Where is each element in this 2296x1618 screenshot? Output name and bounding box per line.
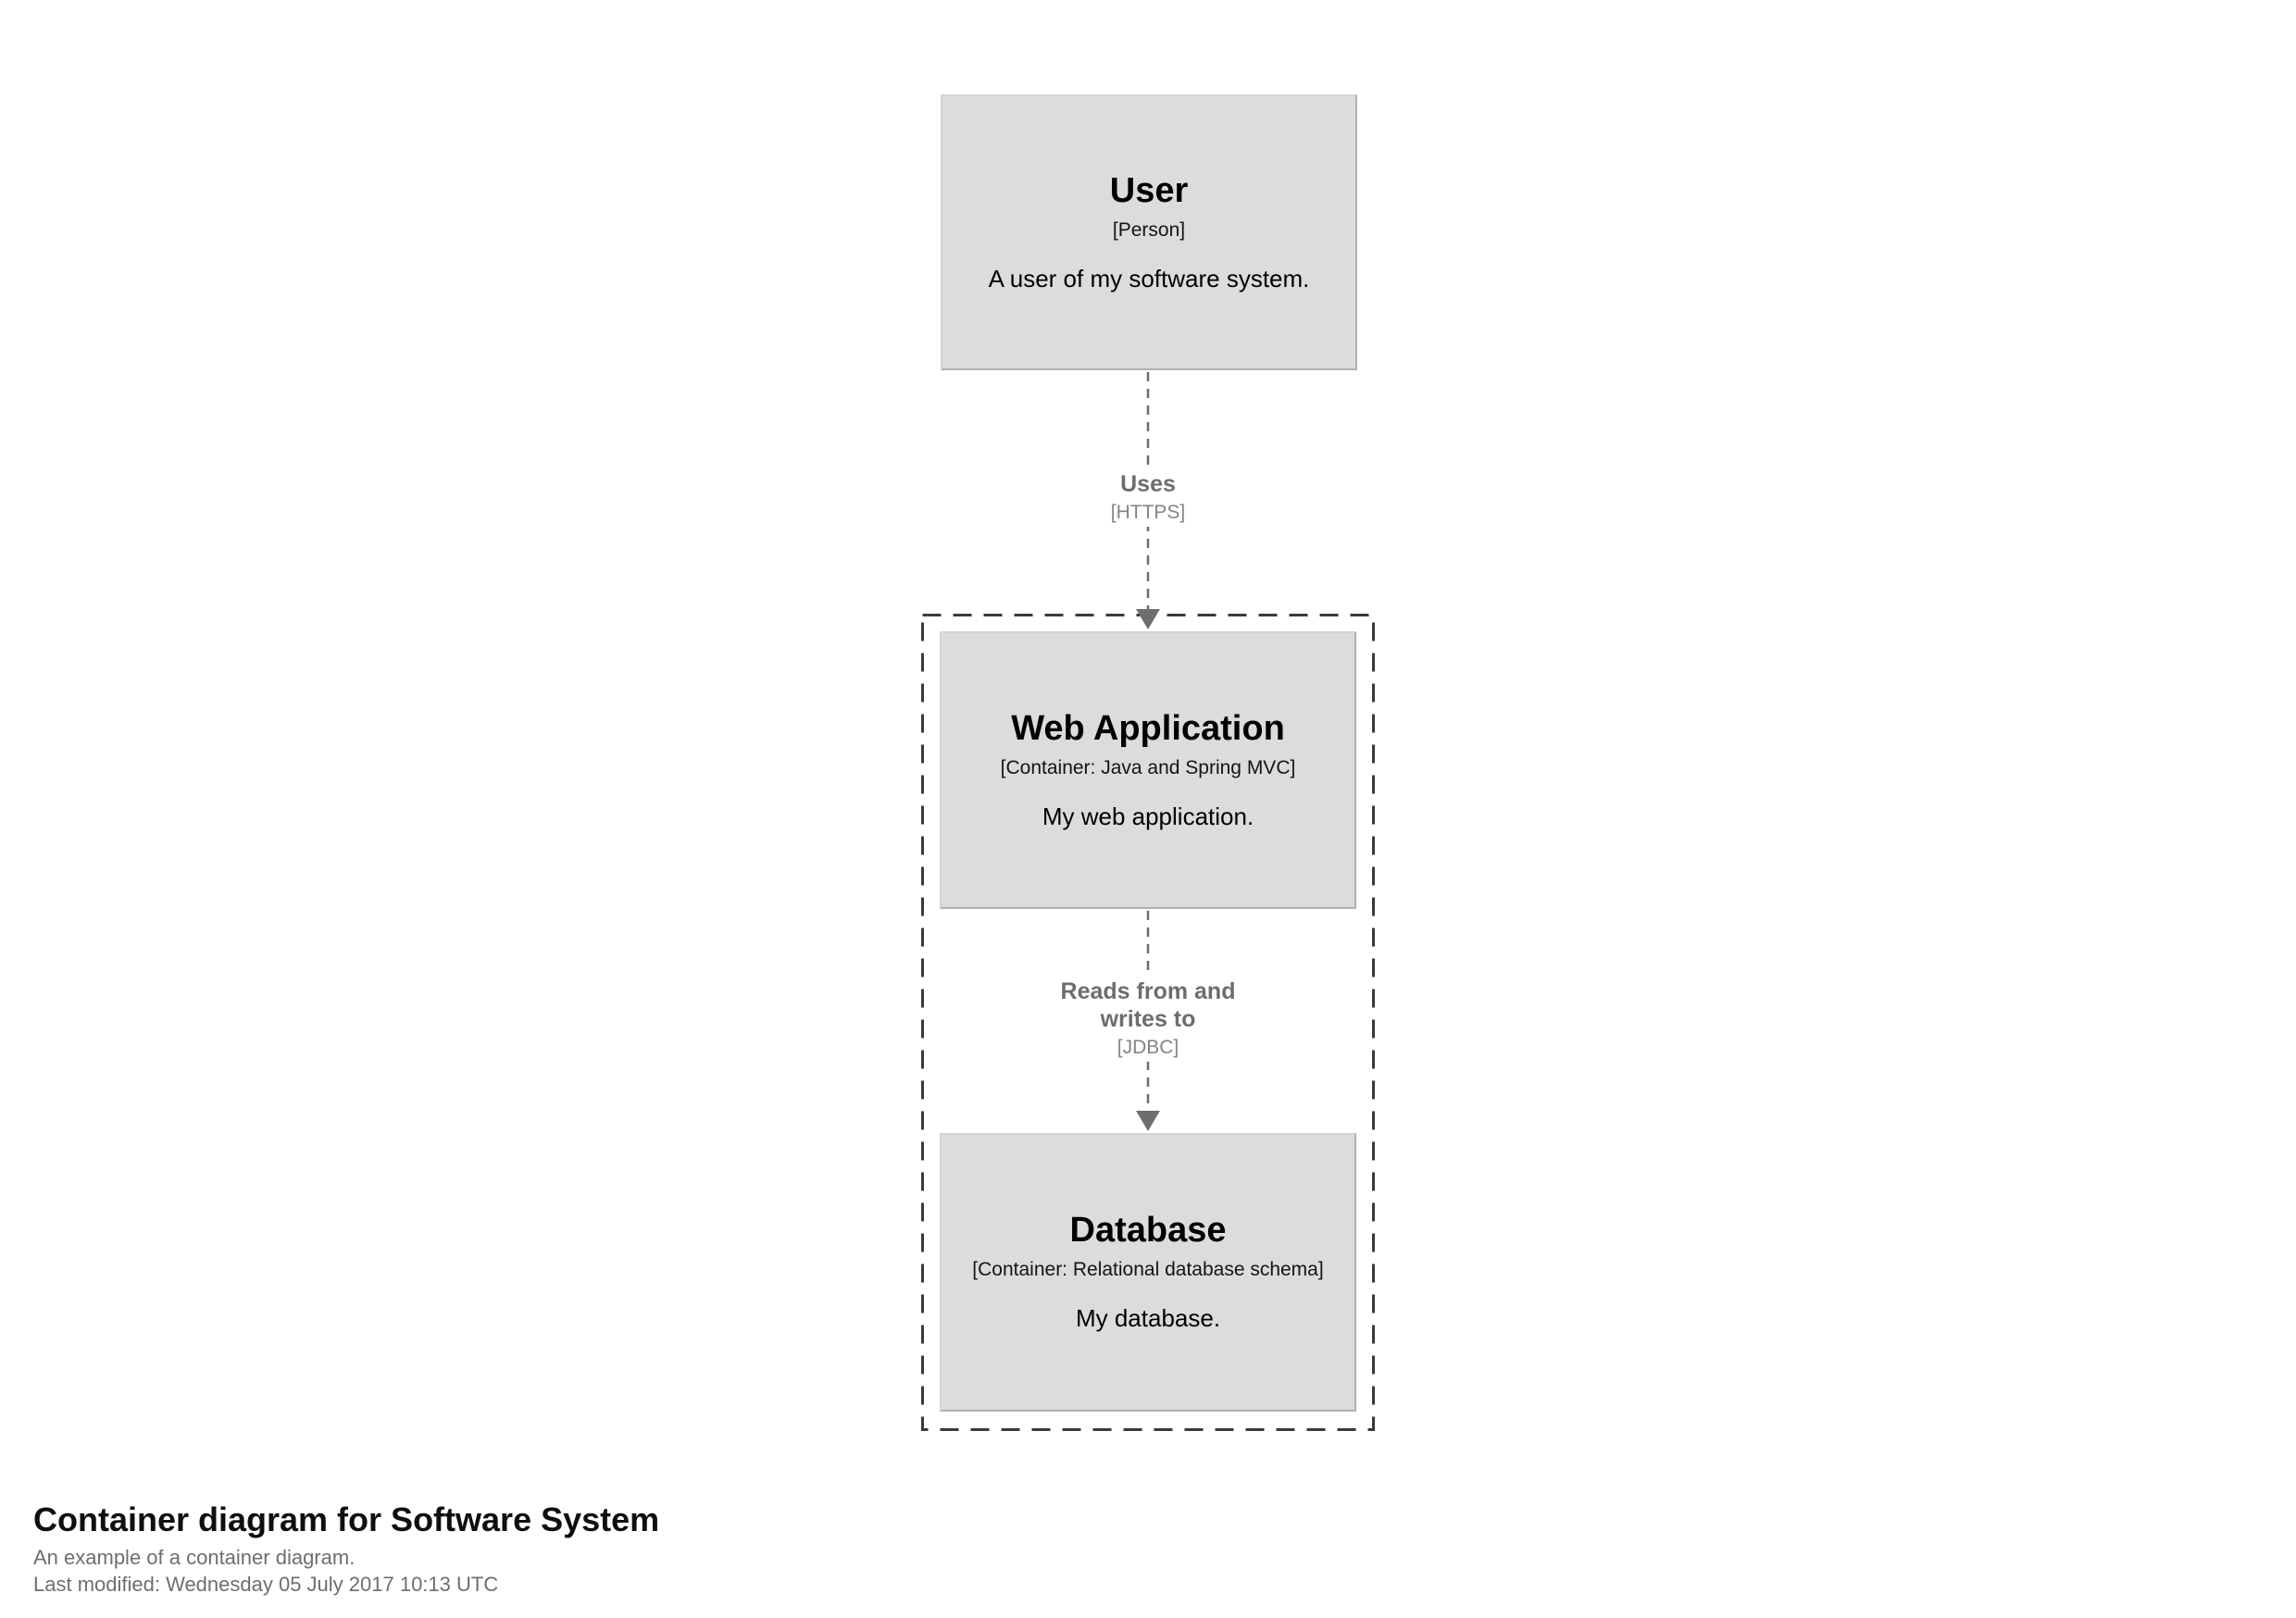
element-metadata: [Container: Java and Spring MVC] xyxy=(1000,756,1296,778)
diagram-description: An example of a container diagram. xyxy=(33,1546,356,1570)
element-description: My web application. xyxy=(1042,802,1254,830)
relationship-label-reads-writes: Reads from and writes to [JDBC] xyxy=(1039,976,1257,1063)
diagram-footer: Container diagram for Software System An… xyxy=(33,1500,659,1598)
element-description: A user of my software system. xyxy=(988,264,1310,292)
element-web-application: Web Application [Container: Java and Spr… xyxy=(940,631,1356,909)
relationship-name: Reads from and writes to xyxy=(1060,978,1236,1032)
element-user: User [Person] A user of my software syst… xyxy=(941,94,1357,370)
element-metadata: [Person] xyxy=(1112,218,1186,241)
arrow-down-icon xyxy=(1136,609,1160,629)
diagram-title: Container diagram for Software System xyxy=(33,1500,660,1538)
diagram-last-modified: Last modified: Wednesday 05 July 2017 10… xyxy=(33,1573,499,1597)
relationship-technology: [JDBC] xyxy=(1117,1037,1179,1058)
element-name: Database xyxy=(1069,1211,1227,1251)
relationship-label-uses: Uses [HTTPS] xyxy=(1101,468,1195,528)
element-description: My database. xyxy=(1075,1304,1221,1333)
relationship-technology: [HTTPS] xyxy=(1110,502,1186,523)
arrow-down-icon xyxy=(1136,1111,1160,1131)
element-name: Web Application xyxy=(1011,708,1285,748)
element-name: User xyxy=(1109,170,1189,210)
relationship-name: Uses xyxy=(1120,471,1176,497)
element-database: Database [Container: Relational database… xyxy=(940,1133,1356,1412)
element-metadata: [Container: Relational database schema] xyxy=(972,1259,1324,1280)
